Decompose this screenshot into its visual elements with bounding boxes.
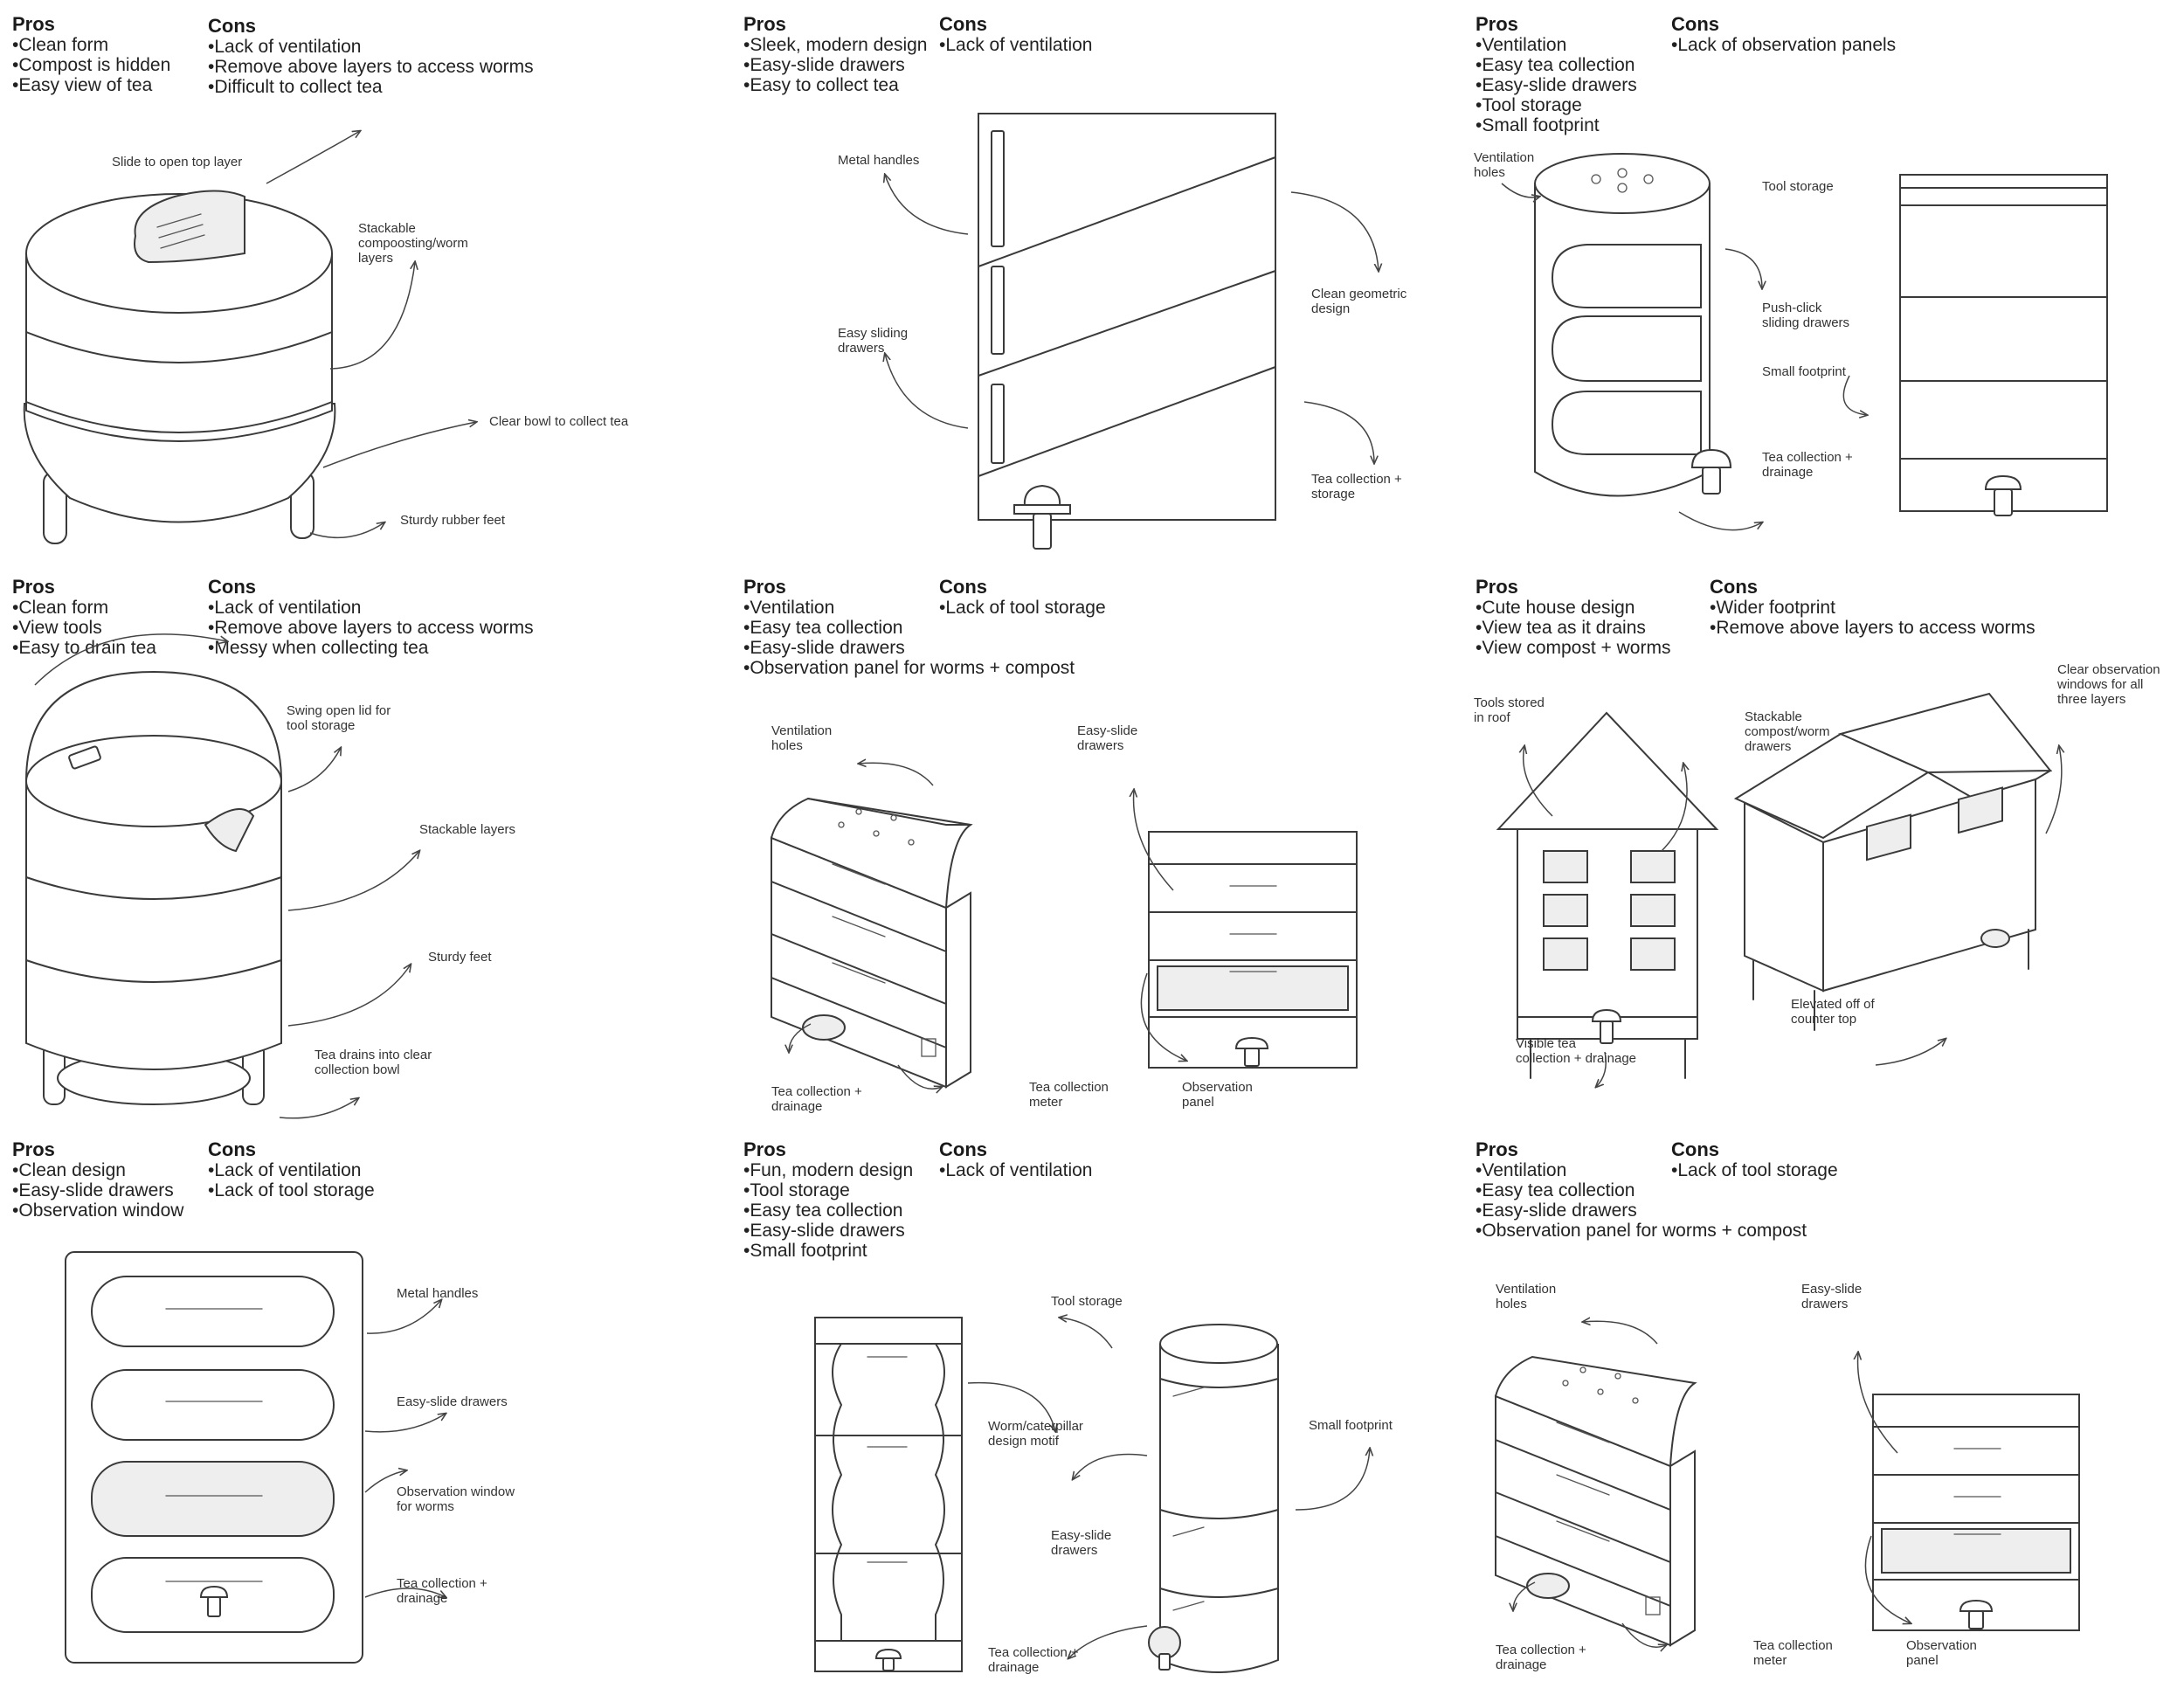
- annotation-tea-collection: Tea collection +: [771, 1084, 862, 1099]
- annotation-easy-slide: Easy-slide: [1077, 723, 1137, 738]
- annotation-small-footprint: Small footprint: [1762, 364, 1847, 379]
- ventilated-drawer-cabinet-sketch: Ventilation holes Easy-slide drawers Tea…: [728, 563, 1456, 1125]
- annotation-observation-window-2: for worms: [397, 1499, 454, 1514]
- annotation-tea-meter: Tea collection: [1029, 1080, 1109, 1095]
- swing-lid-bin-sketch: Swing open lid for tool storage Stackabl…: [0, 563, 728, 1125]
- concept-8: Pros Fun, modern design Tool storage Eas…: [728, 1125, 1456, 1688]
- annotation-easy-slide: Easy-slide: [1051, 1528, 1111, 1543]
- annotation-stackable-2: compoosting/worm: [358, 236, 468, 251]
- annotation-observation-panel: Observation: [1182, 1080, 1253, 1095]
- annotation-stackable-3: layers: [358, 251, 393, 266]
- annotation-tea-collection: Tea collection +: [397, 1576, 487, 1591]
- annotation-ventilation-2: holes: [1496, 1297, 1527, 1311]
- annotation-tea-collection-2: drainage: [397, 1591, 447, 1606]
- annotation-slide-lid: Slide to open top layer: [112, 155, 242, 169]
- annotation-worm-motif: Worm/caterpillar: [988, 1419, 1083, 1434]
- annotation-easy-slide: Easy-slide drawers: [397, 1394, 508, 1409]
- annotation-ventilation: Ventilation: [1474, 150, 1534, 165]
- concept-7: Pros Clean design Easy-slide drawers Obs…: [0, 1125, 728, 1688]
- annotation-tea-collection: Tea collection +: [1496, 1643, 1586, 1657]
- ventilated-drawer-cabinet-sketch-2: Ventilation holes Easy-slide drawers Tea…: [1456, 1125, 2184, 1688]
- annotation-easy-slide-2: drawers: [1801, 1297, 1848, 1311]
- concept-4: Pros Clean form View tools Easy to drain…: [0, 563, 728, 1125]
- cylinder-push-drawer-bin-sketch: Ventilation holes Tool storage Push-clic…: [1456, 0, 2184, 563]
- annotation-stackable-2: compost/worm: [1745, 724, 1830, 739]
- annotation-sturdy-feet: Sturdy feet: [428, 950, 492, 965]
- annotation-stackable-layers: Stackable layers: [419, 822, 515, 837]
- annotation-observation-windows-2: windows for all: [2056, 677, 2143, 692]
- annotation-observation-windows-3: three layers: [2057, 692, 2125, 707]
- annotation-elevated: Elevated off of: [1791, 997, 1875, 1012]
- annotation-clean-geometric: Clean geometric: [1311, 287, 1407, 301]
- annotation-tea-drains: Tea drains into clear: [314, 1048, 432, 1062]
- annotation-tool-storage: Tool storage: [1762, 179, 1834, 194]
- annotation-ventilation-2: holes: [1474, 165, 1505, 180]
- annotation-stackable: Stackable: [1745, 709, 1802, 724]
- annotation-push-click-2: sliding drawers: [1762, 315, 1849, 330]
- concept-1: Pros Clean form Compost is hidden Easy v…: [0, 0, 728, 563]
- annotation-ventilation: Ventilation: [771, 723, 832, 738]
- concept-2: Pros Sleek, modern design Easy-slide dra…: [728, 0, 1456, 563]
- concept-5: Pros Ventilation Easy tea collection Eas…: [728, 563, 1456, 1125]
- annotation-tea-meter-2: meter: [1029, 1095, 1062, 1110]
- annotation-rubber-feet: Sturdy rubber feet: [400, 513, 506, 528]
- annotation-tea-collection: Tea collection +: [988, 1645, 1079, 1660]
- house-bin-sketch: Tools stored in roof Stackable compost/w…: [1456, 563, 2184, 1125]
- annotation-metal-handles: Metal handles: [397, 1286, 478, 1301]
- annotation-observation-panel-2: panel: [1182, 1095, 1214, 1110]
- annotation-clean-geometric-2: design: [1311, 301, 1350, 316]
- annotation-tea-collection-2: drainage: [1496, 1657, 1546, 1672]
- annotation-tea-meter: Tea collection: [1753, 1638, 1833, 1653]
- annotation-visible-tea-2: collection + drainage: [1516, 1051, 1636, 1066]
- annotation-metal-handles: Metal handles: [838, 153, 919, 168]
- annotation-small-footprint: Small footprint: [1309, 1418, 1393, 1433]
- annotation-tool-storage: Tool storage: [1051, 1294, 1123, 1309]
- annotation-tools-roof-2: in roof: [1474, 710, 1511, 725]
- annotation-tea-collection-2: storage: [1311, 487, 1355, 502]
- geometric-drawer-bin-sketch: Metal handles Easy sliding drawers Clean…: [728, 0, 1456, 563]
- annotation-tea-collection: Tea collection +: [1311, 472, 1402, 487]
- concept-3: Pros Ventilation Easy tea collection Eas…: [1456, 0, 2184, 563]
- annotation-ventilation: Ventilation: [1496, 1282, 1556, 1297]
- annotation-easy-sliding-2: drawers: [838, 341, 884, 356]
- annotation-observation-windows: Clear observation: [2057, 662, 2160, 677]
- annotation-push-click: Push-click: [1762, 301, 1822, 315]
- annotation-visible-tea: Visible tea: [1516, 1036, 1577, 1051]
- annotation-easy-slide-2: drawers: [1077, 738, 1123, 753]
- annotation-elevated-2: counter top: [1791, 1012, 1856, 1027]
- annotation-easy-slide-2: drawers: [1051, 1543, 1097, 1558]
- annotation-tools-roof: Tools stored: [1474, 695, 1545, 710]
- annotation-observation-window: Observation window: [397, 1484, 515, 1499]
- annotation-stackable: Stackable: [358, 221, 416, 236]
- annotation-stackable-3: drawers: [1745, 739, 1791, 754]
- caterpillar-bin-sketch: Tool storage Worm/caterpillar design mot…: [728, 1125, 1456, 1688]
- annotation-tea-collection: Tea collection +: [1762, 450, 1853, 465]
- annotation-ventilation-2: holes: [771, 738, 803, 753]
- annotation-worm-motif-2: design motif: [988, 1434, 1060, 1449]
- annotation-observation-panel-2: panel: [1906, 1653, 1939, 1668]
- annotation-tea-drains-2: collection bowl: [314, 1062, 400, 1077]
- concept-9: Pros Ventilation Easy tea collection Eas…: [1456, 1125, 2184, 1688]
- annotation-tea-collection-2: drainage: [1762, 465, 1813, 480]
- annotation-observation-panel: Observation: [1906, 1638, 1977, 1653]
- annotation-easy-slide: Easy-slide: [1801, 1282, 1862, 1297]
- annotation-clear-bowl: Clear bowl to collect tea: [489, 414, 629, 429]
- flat-drawer-panel-sketch: Metal handles Easy-slide drawers Observa…: [0, 1125, 728, 1688]
- concept-6: Pros Cute house design View tea as it dr…: [1456, 563, 2184, 1125]
- annotation-swing-lid: Swing open lid for: [287, 703, 390, 718]
- annotation-swing-lid-2: tool storage: [287, 718, 355, 733]
- round-stack-bin-sketch: Slide to open top layer Stackable compoo…: [0, 0, 728, 563]
- annotation-easy-sliding: Easy sliding: [838, 326, 908, 341]
- annotation-tea-collection-2: drainage: [771, 1099, 822, 1114]
- annotation-tea-collection-2: drainage: [988, 1660, 1039, 1675]
- annotation-tea-meter-2: meter: [1753, 1653, 1787, 1668]
